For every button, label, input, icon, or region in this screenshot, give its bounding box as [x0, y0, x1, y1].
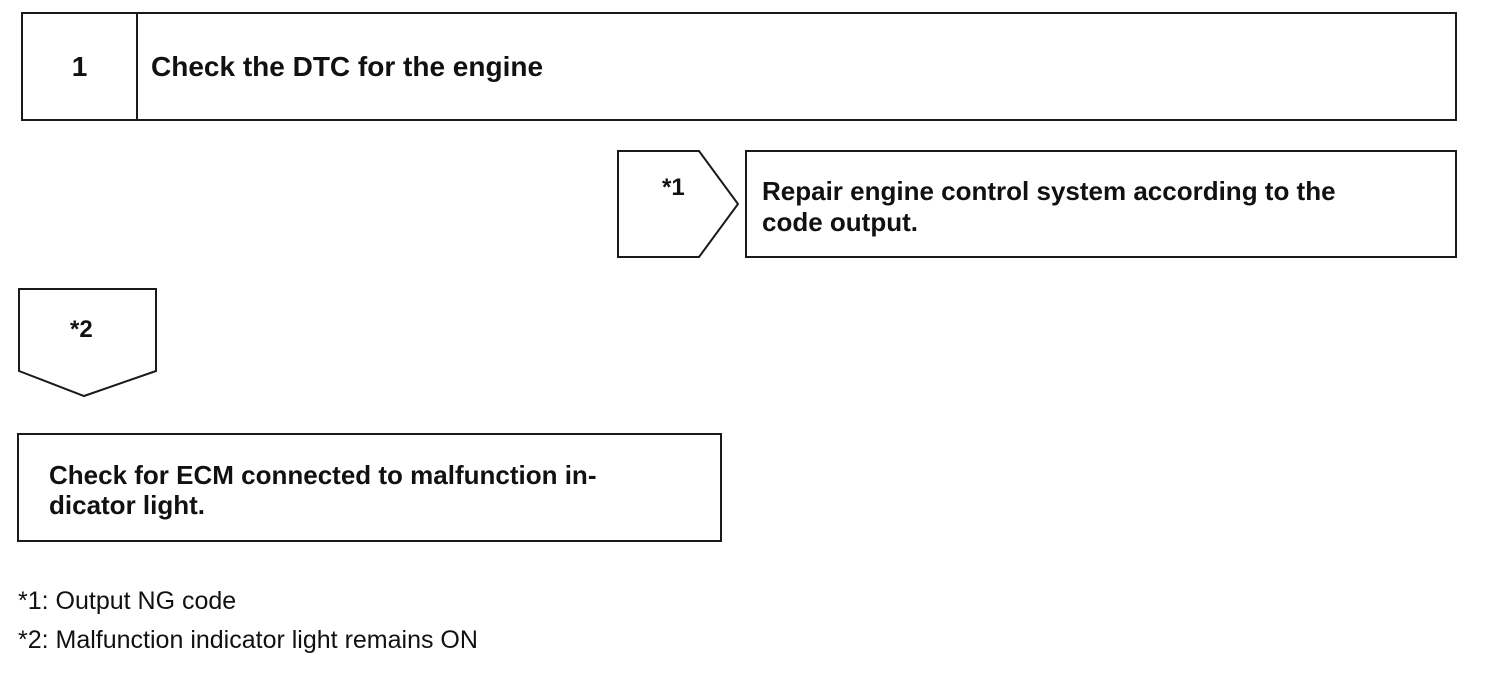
- next-check-text: Check for ECM connected to malfunction i…: [49, 460, 700, 520]
- next-check-line: Check for ECM connected to malfunction i…: [49, 460, 597, 490]
- next-check-box: Check for ECM connected to malfunction i…: [17, 433, 722, 542]
- repair-action-line: Repair engine control system according t…: [762, 176, 1336, 206]
- branch-down-label: *2: [70, 316, 93, 343]
- step-header: 1 Check the DTC for the engine: [21, 12, 1457, 121]
- footnote-2: *2: Malfunction indicator light remains …: [18, 626, 478, 654]
- repair-action-line: code output.: [762, 207, 918, 237]
- step-number: 1: [23, 14, 138, 119]
- branch-down-arrow: [18, 288, 157, 398]
- step-title: Check the DTC for the engine: [151, 50, 544, 82]
- next-check-line: dicator light.: [49, 490, 205, 520]
- repair-action-text: Repair engine control system according t…: [762, 176, 1445, 238]
- footnote-1: *1: Output NG code: [18, 587, 237, 615]
- repair-action-box: Repair engine control system according t…: [745, 150, 1457, 258]
- branch-right-arrow: [617, 150, 740, 258]
- branch-right-label: *1: [662, 174, 685, 201]
